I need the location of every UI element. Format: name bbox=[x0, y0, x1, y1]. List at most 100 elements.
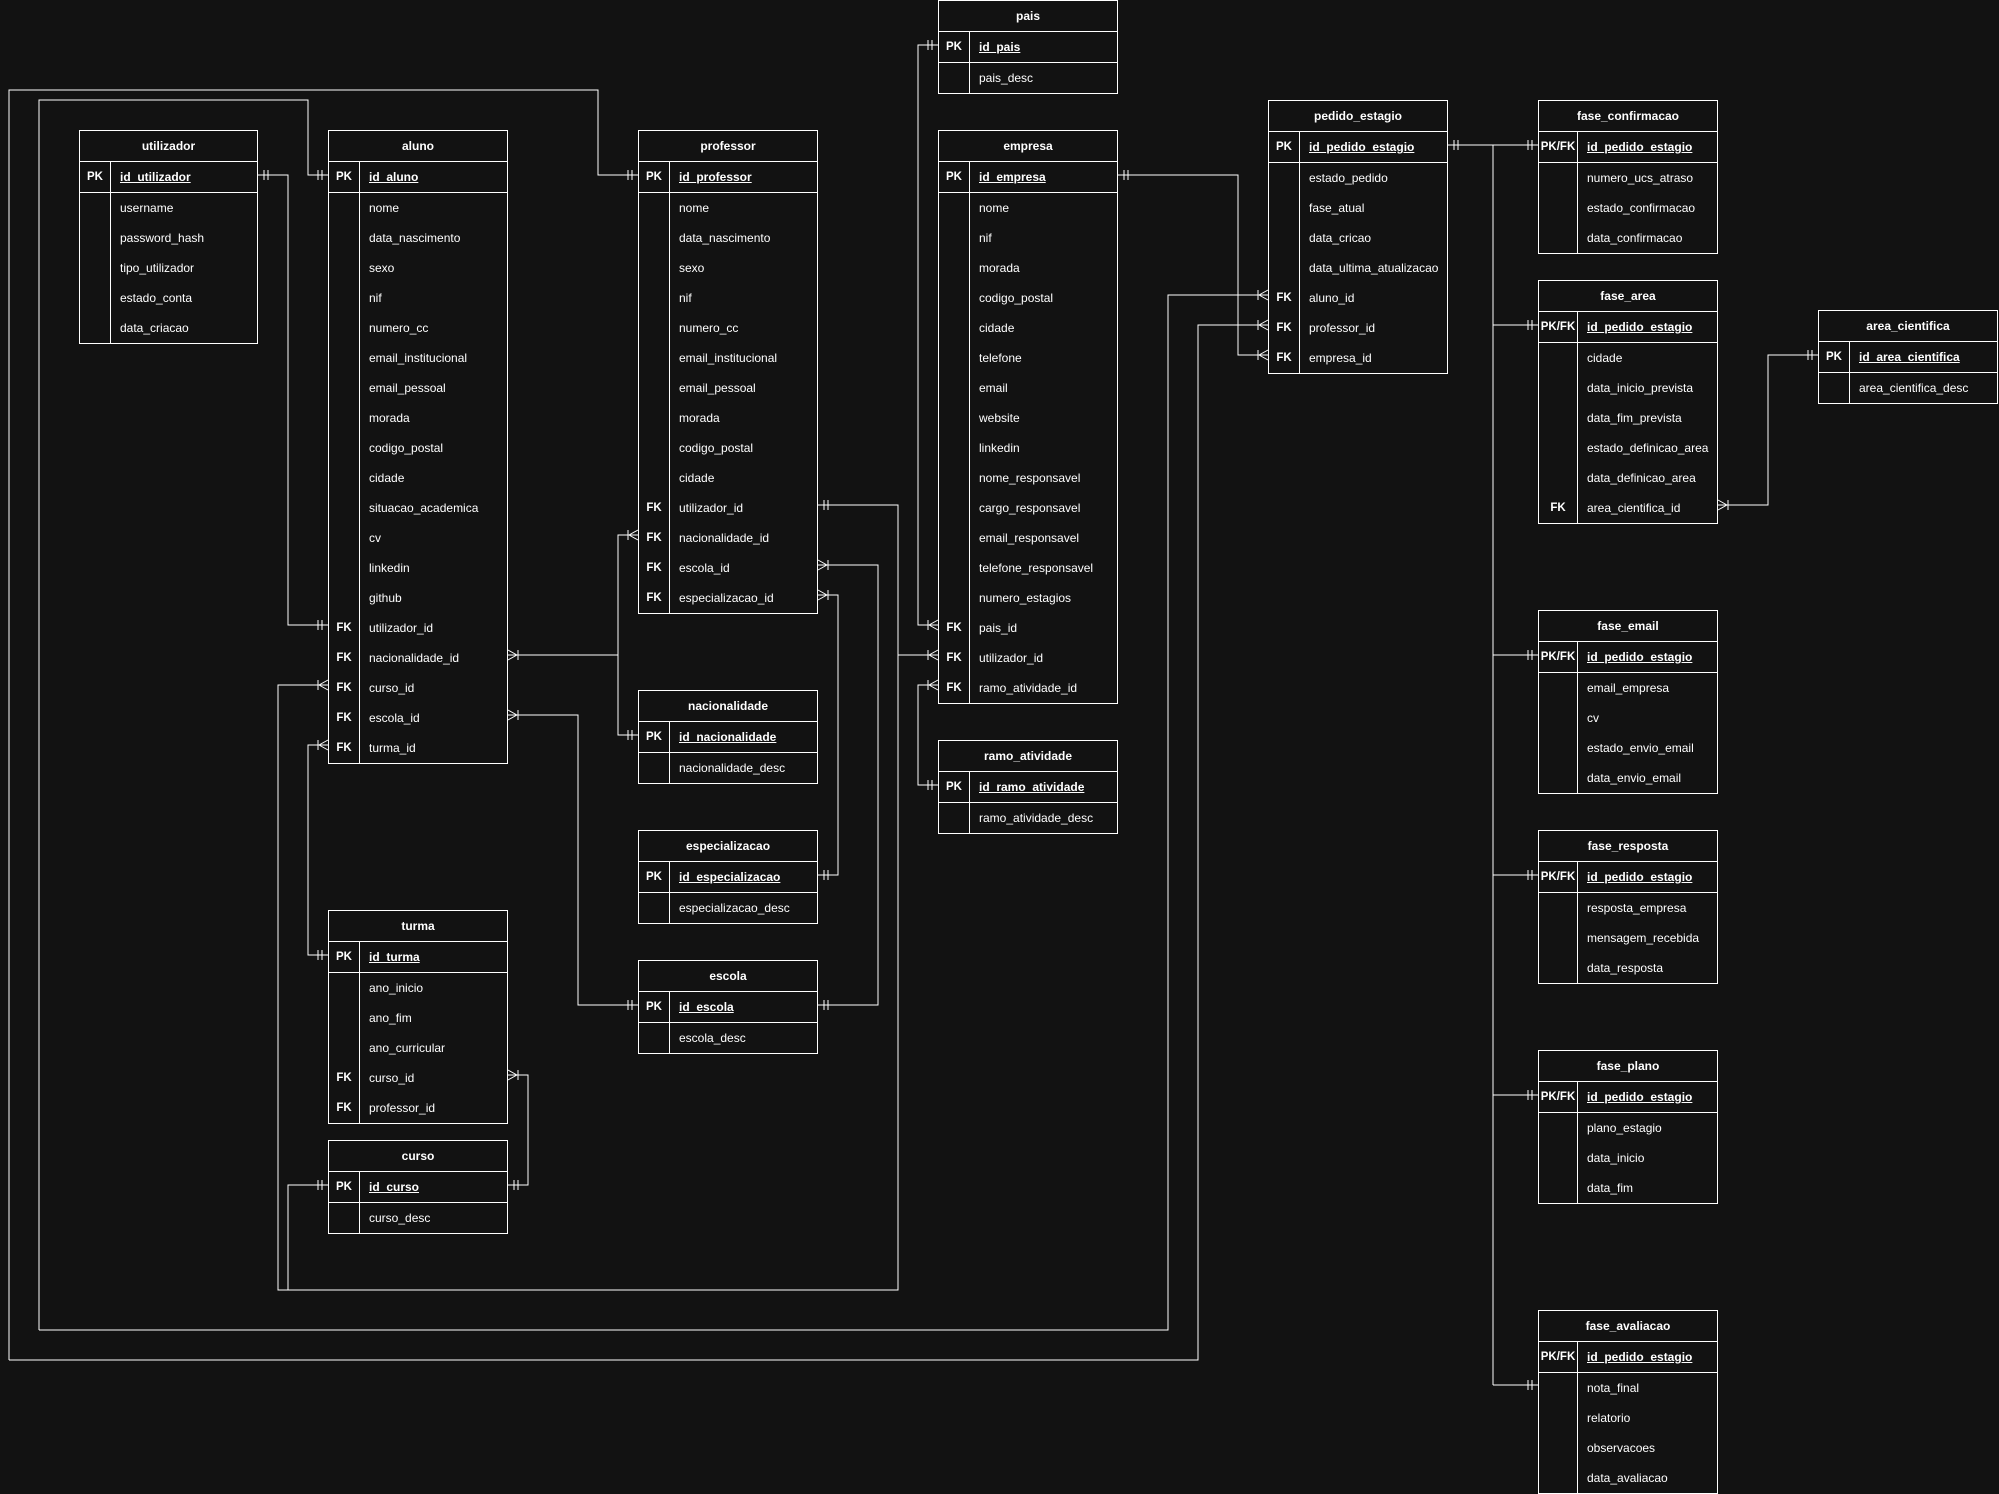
column-row[interactable]: mensagem_recebida bbox=[1539, 923, 1717, 953]
column-row[interactable]: estado_confirmacao bbox=[1539, 193, 1717, 223]
column-row[interactable]: fase_atual bbox=[1269, 193, 1447, 223]
column-row[interactable]: email_pessoal bbox=[329, 373, 507, 403]
column-row[interactable]: cidade bbox=[1539, 343, 1717, 373]
column-row[interactable]: data_envio_email bbox=[1539, 763, 1717, 793]
column-row[interactable]: ano_fim bbox=[329, 1003, 507, 1033]
column-row[interactable]: morada bbox=[329, 403, 507, 433]
column-row[interactable]: estado_conta bbox=[80, 283, 257, 313]
column-row[interactable]: nome_responsavel bbox=[939, 463, 1117, 493]
column-row[interactable]: tipo_utilizador bbox=[80, 253, 257, 283]
column-row[interactable]: cv bbox=[329, 523, 507, 553]
column-row[interactable]: escola_desc bbox=[639, 1023, 817, 1053]
column-row[interactable]: data_resposta bbox=[1539, 953, 1717, 983]
column-row[interactable]: email_institucional bbox=[639, 343, 817, 373]
column-row[interactable]: ano_inicio bbox=[329, 973, 507, 1003]
column-row[interactable]: password_hash bbox=[80, 223, 257, 253]
column-row[interactable]: data_definicao_area bbox=[1539, 463, 1717, 493]
column-row[interactable]: sexo bbox=[329, 253, 507, 283]
column-row[interactable]: numero_ucs_atraso bbox=[1539, 163, 1717, 193]
column-row[interactable]: github bbox=[329, 583, 507, 613]
column-row[interactable]: data_inicio_prevista bbox=[1539, 373, 1717, 403]
column-row[interactable]: nome bbox=[939, 193, 1117, 223]
column-row[interactable]: estado_envio_email bbox=[1539, 733, 1717, 763]
column-row[interactable]: relatorio bbox=[1539, 1403, 1717, 1433]
column-row[interactable]: data_fim bbox=[1539, 1173, 1717, 1203]
column-row[interactable]: numero_cc bbox=[329, 313, 507, 343]
column-row[interactable]: data_nascimento bbox=[329, 223, 507, 253]
column-row[interactable]: pais_desc bbox=[939, 63, 1117, 93]
column-row[interactable]: sexo bbox=[639, 253, 817, 283]
column-row[interactable]: nif bbox=[939, 223, 1117, 253]
column-row[interactable]: area_cientifica_desc bbox=[1819, 373, 1997, 403]
column-row[interactable]: cargo_responsavel bbox=[939, 493, 1117, 523]
column-row[interactable]: data_criacao bbox=[80, 313, 257, 343]
column-row[interactable]: email_responsavel bbox=[939, 523, 1117, 553]
column-row[interactable]: morada bbox=[639, 403, 817, 433]
column-row[interactable]: telefone_responsavel bbox=[939, 553, 1117, 583]
column-row[interactable]: cidade bbox=[329, 463, 507, 493]
column-row[interactable]: email_empresa bbox=[1539, 673, 1717, 703]
column-row[interactable]: cidade bbox=[939, 313, 1117, 343]
column-row[interactable]: email_pessoal bbox=[639, 373, 817, 403]
column-row[interactable]: ano_curricular bbox=[329, 1033, 507, 1063]
column-row[interactable]: estado_definicao_area bbox=[1539, 433, 1717, 463]
column-row[interactable]: linkedin bbox=[939, 433, 1117, 463]
column-row[interactable]: nome bbox=[329, 193, 507, 223]
column-row[interactable]: cv bbox=[1539, 703, 1717, 733]
column-row[interactable]: linkedin bbox=[329, 553, 507, 583]
column-row[interactable]: data_ultima_atualizacao bbox=[1269, 253, 1447, 283]
column-row[interactable]: numero_cc bbox=[639, 313, 817, 343]
column-row[interactable]: data_cricao bbox=[1269, 223, 1447, 253]
column-row[interactable]: codigo_postal bbox=[639, 433, 817, 463]
column-row[interactable]: data_fim_prevista bbox=[1539, 403, 1717, 433]
column-row[interactable]: nome bbox=[639, 193, 817, 223]
column-row[interactable]: cidade bbox=[639, 463, 817, 493]
column-row[interactable]: especializacao_desc bbox=[639, 893, 817, 923]
column-row[interactable]: data_confirmacao bbox=[1539, 223, 1717, 253]
column-row[interactable]: resposta_empresa bbox=[1539, 893, 1717, 923]
column-row[interactable]: username bbox=[80, 193, 257, 223]
column-row[interactable]: curso_desc bbox=[329, 1203, 507, 1233]
